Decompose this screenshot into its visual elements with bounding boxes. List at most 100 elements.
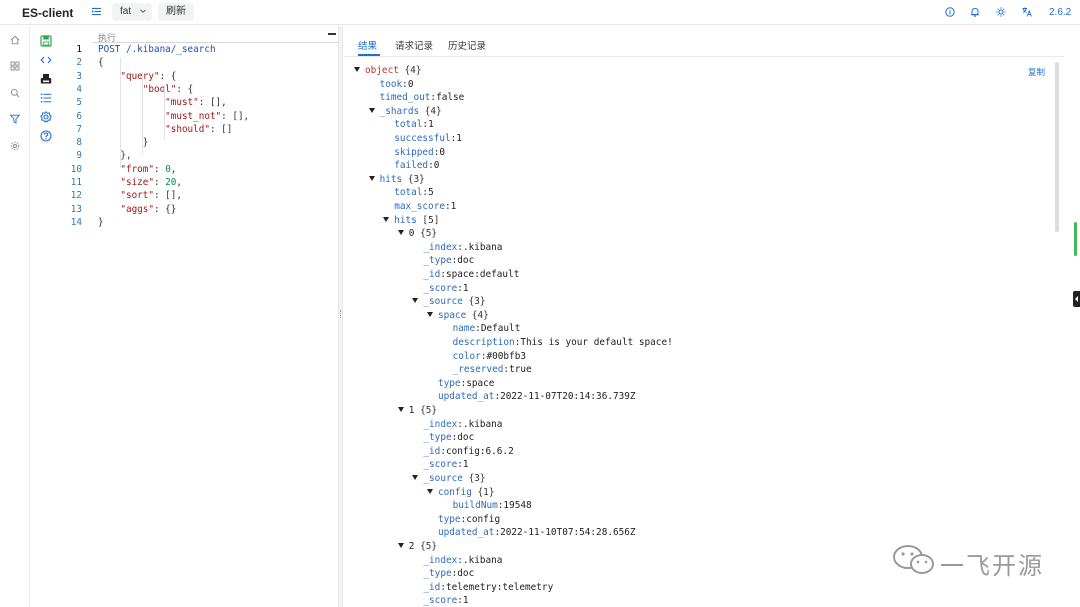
expand-caret-icon[interactable] (368, 107, 375, 113)
expand-caret-icon[interactable] (397, 407, 404, 412)
page-scroll-indicator[interactable] (1074, 222, 1077, 256)
indent-guide (120, 58, 121, 168)
tree-separator: : (494, 527, 501, 539)
code-icon[interactable] (40, 54, 52, 66)
tree-value: doc (457, 255, 475, 267)
code-text: "should": [] (98, 123, 232, 136)
search-icon[interactable] (10, 88, 20, 98)
tree-node-leaf: type:config (438, 513, 500, 526)
tree-value: doc (457, 432, 475, 444)
bell-icon[interactable] (970, 7, 980, 17)
expand-caret-icon[interactable] (383, 216, 390, 222)
code-token: "from" (120, 163, 154, 175)
grid-icon[interactable] (10, 61, 20, 71)
result-scrollbar[interactable] (1055, 62, 1059, 232)
translate-icon[interactable] (1022, 7, 1032, 17)
tree-separator: : (445, 201, 451, 212)
tree-key: _score (423, 595, 458, 607)
tree-node-branch[interactable]: hits {3} (368, 173, 425, 186)
expand-caret-icon[interactable] (427, 488, 433, 494)
tree-node-branch[interactable]: 1 {5} (397, 404, 437, 417)
caret-left-icon (1075, 296, 1078, 302)
expand-caret-icon[interactable] (397, 230, 404, 236)
tree-node-branch[interactable]: _source {3} (412, 295, 486, 308)
tree-key: max_score (394, 201, 445, 212)
tab-request-log[interactable]: 请求记录 (395, 41, 434, 52)
tree-separator: : (451, 568, 458, 580)
code-text: { (98, 56, 104, 69)
print-icon[interactable] (40, 73, 52, 85)
pane-splitter[interactable] (338, 26, 343, 607)
tree-value: space (466, 377, 495, 389)
tree-key: _id (423, 581, 441, 593)
tree-separator: : (440, 445, 446, 457)
tree-key: space (438, 309, 467, 321)
wechat-logo-icon (893, 545, 934, 574)
tree-value: Default (480, 323, 521, 335)
sun-icon[interactable] (996, 7, 1006, 17)
expand-caret-icon[interactable] (412, 475, 419, 480)
watermark-text: 一飞开源 (940, 552, 1044, 580)
tree-value: 0 (433, 160, 440, 172)
code-token: "aggs" (120, 203, 154, 215)
tree-node-branch[interactable]: _source {3} (412, 472, 486, 485)
env-select[interactable]: fat (112, 3, 152, 21)
code-token: { (98, 57, 104, 69)
code-token: "must_not" (165, 110, 222, 122)
tree-value: space:default (445, 269, 520, 280)
code-line: 9 }, (62, 149, 131, 162)
settings-icon[interactable] (10, 141, 20, 151)
tree-node-leaf: successful:1 (394, 132, 462, 145)
help-icon[interactable] (40, 130, 52, 142)
tree-node-leaf: _score:1 (423, 458, 468, 471)
tree-node-branch[interactable]: 2 {5} (397, 540, 437, 553)
expand-caret-icon[interactable] (368, 175, 375, 181)
tree-node-leaf: took:0 (380, 78, 414, 91)
filter-icon[interactable] (10, 114, 20, 124)
tree-key: type (438, 377, 461, 389)
code-token: 0 (165, 163, 171, 175)
line-number: 4 (76, 83, 82, 95)
save-icon[interactable] (40, 35, 52, 47)
gear-icon[interactable] (40, 111, 52, 123)
code-token: "size" (120, 177, 154, 188)
tree-node-branch[interactable]: _shards {4} (368, 105, 442, 118)
tree-node-leaf: name:Default (453, 322, 521, 335)
refresh-button[interactable]: 刷新 (158, 3, 194, 21)
tree-node-leaf: description:This is your default space! (453, 336, 673, 349)
tree-node-branch[interactable]: 0 {5} (397, 227, 437, 240)
tree-separator: : (440, 269, 446, 280)
code-token (98, 97, 165, 108)
menu-toggle-icon[interactable] (92, 7, 101, 16)
tree-node-branch[interactable]: hits [5] (383, 214, 439, 227)
expand-caret-icon[interactable] (412, 298, 419, 304)
tree-node-leaf: _id:config:6.6.2 (423, 445, 513, 458)
expand-caret-icon[interactable] (354, 67, 360, 72)
tree-node-leaf: type:space (438, 377, 494, 390)
tree-key: _score (423, 282, 458, 294)
tab-history[interactable]: 历史记录 (448, 41, 487, 52)
expand-caret-icon[interactable] (427, 311, 433, 317)
tree-value: true (509, 364, 532, 376)
tree-key: _shards (379, 105, 420, 117)
line-number: 1 (76, 44, 82, 55)
tree-node-branch[interactable]: object {4} (354, 64, 421, 77)
execute-label[interactable]: 执行 (98, 33, 117, 43)
code-line: 6 "must_not": [], (62, 110, 249, 123)
list-icon[interactable] (40, 92, 52, 104)
side-panel-toggle[interactable] (1073, 291, 1080, 307)
minimize-icon[interactable] (328, 33, 336, 35)
tree-separator: : (450, 133, 457, 144)
tab-result[interactable]: 结果 (358, 41, 378, 52)
info-icon[interactable] (945, 7, 955, 17)
code-token: , (170, 163, 177, 175)
tree-separator: : (457, 282, 463, 294)
tree-node-branch[interactable]: config {1} (427, 486, 494, 499)
code-line: 8 } (62, 136, 148, 149)
copy-button[interactable]: 复制 (1028, 67, 1046, 77)
tree-node-branch[interactable]: space {4} (427, 309, 489, 322)
expand-caret-icon[interactable] (397, 543, 404, 548)
home-icon[interactable] (10, 35, 20, 45)
tree-key: object (365, 65, 399, 76)
